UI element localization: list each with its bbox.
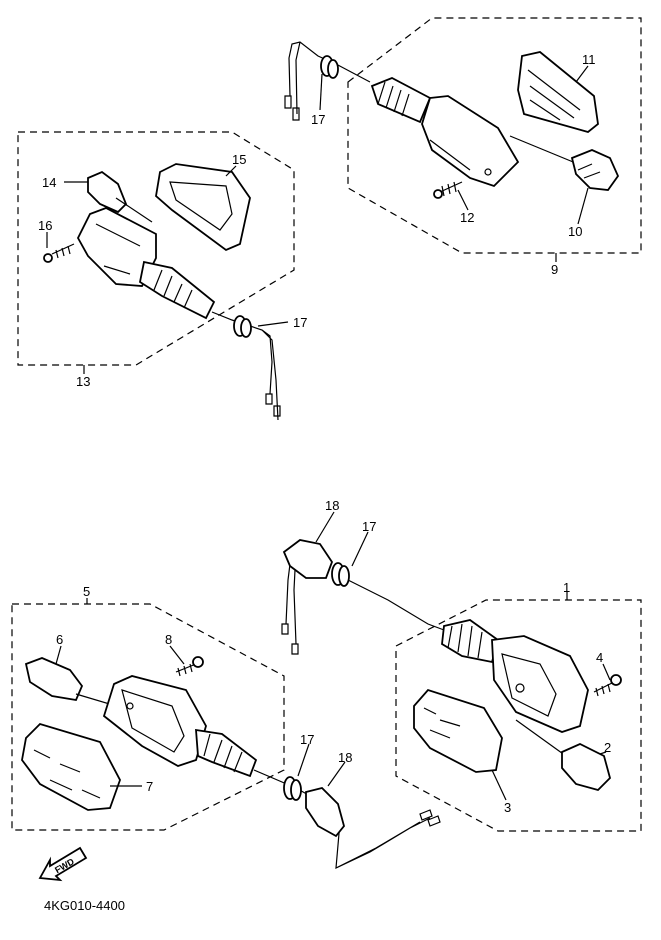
flasher-stalk-5 <box>195 728 258 778</box>
flasher-housing-1 <box>491 635 589 733</box>
bulb-14 <box>87 170 153 223</box>
callout-17-left: 17 <box>293 315 307 330</box>
callout-8: 8 <box>165 632 172 647</box>
bulb-10 <box>509 135 620 191</box>
wire-harness-top-right <box>288 41 371 115</box>
assembly-5-boundary <box>11 603 285 831</box>
assembly-9-rear-right-flasher <box>284 17 642 254</box>
assembly-1-boundary <box>395 599 642 832</box>
callout-18-bottom-left: 18 <box>338 750 352 765</box>
flasher-stalk-13 <box>138 260 216 320</box>
flasher-stalk-9 <box>370 77 432 124</box>
callout-2: 2 <box>604 740 611 755</box>
callout-17-bottom-right: 17 <box>362 519 376 534</box>
callout-3: 3 <box>504 800 511 815</box>
forward-arrow-icon: FWD <box>38 846 88 882</box>
flasher-housing-5 <box>102 675 207 767</box>
callout-16: 16 <box>38 218 52 233</box>
wire-cover-18-bottom-right <box>282 539 334 579</box>
figure-code: 4KG010-4400 <box>44 898 125 913</box>
bulb-2 <box>515 719 612 792</box>
assembly-5-front-left-flasher <box>11 603 441 869</box>
callout-13: 13 <box>76 374 90 389</box>
callout-12: 12 <box>460 210 474 225</box>
screw-4 <box>593 674 622 697</box>
screw-8 <box>175 656 204 677</box>
wire-harness-top-left <box>211 311 279 421</box>
callout-14: 14 <box>42 175 56 190</box>
callout-17-top: 17 <box>311 112 325 127</box>
lens-11 <box>517 51 599 133</box>
callout-4: 4 <box>596 650 603 665</box>
leader-lines <box>46 65 611 801</box>
lens-15 <box>155 163 251 252</box>
screw-12 <box>433 181 463 199</box>
lens-3 <box>413 688 503 773</box>
callout-11: 11 <box>582 52 596 67</box>
lens-7 <box>21 722 121 811</box>
callout-17-bottom-left: 17 <box>300 732 314 747</box>
screw-16 <box>43 243 75 263</box>
callout-7: 7 <box>146 779 153 794</box>
assembly-13-boundary <box>17 131 295 366</box>
callout-10: 10 <box>568 224 582 239</box>
assembly-13-rear-left-flasher <box>17 131 295 421</box>
callout-15: 15 <box>232 152 246 167</box>
callout-5: 5 <box>83 584 90 599</box>
callout-9: 9 <box>551 262 558 277</box>
callout-6: 6 <box>56 632 63 647</box>
flasher-housing-13 <box>76 207 157 287</box>
callout-18-bottom-right: 18 <box>325 498 339 513</box>
callout-1: 1 <box>563 580 570 595</box>
wire-cover-18-bottom-left <box>305 787 345 838</box>
assembly-1-front-right-flasher <box>281 539 642 832</box>
